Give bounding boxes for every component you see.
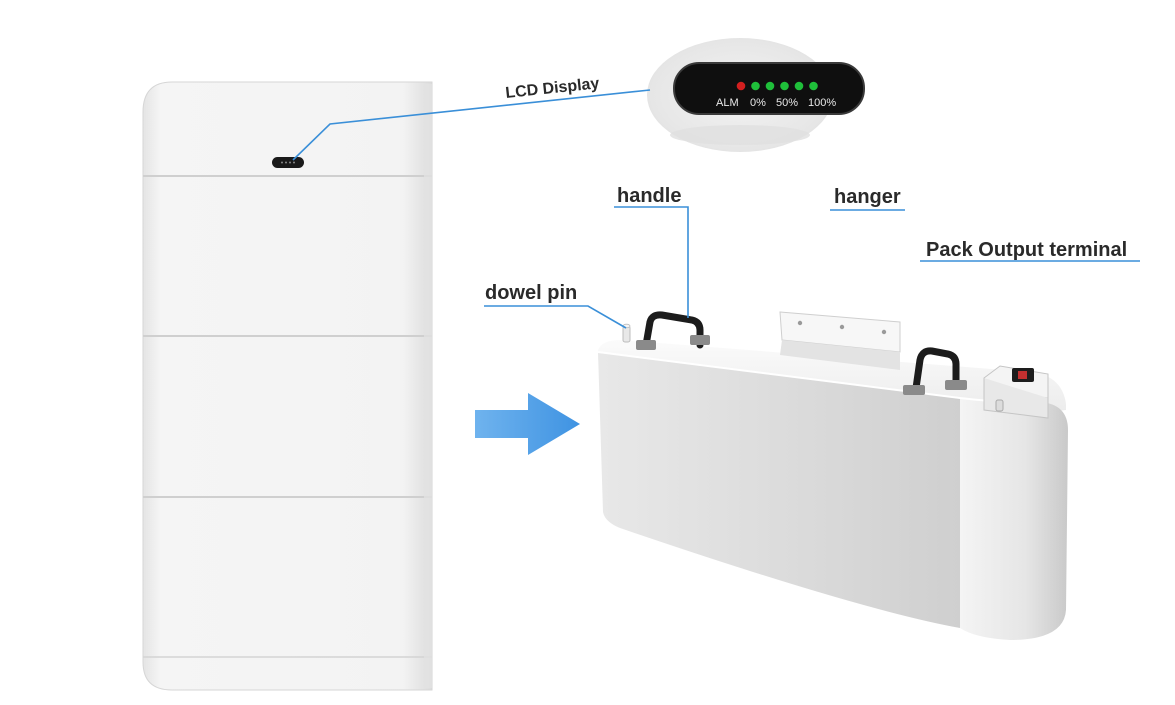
lcd-zoom: ALM 0% 50% 100% <box>647 38 865 152</box>
tower-lcd-window <box>272 157 304 168</box>
lcd-50-label: 50% <box>776 97 798 109</box>
handle-left <box>636 311 710 350</box>
soc-led <box>794 81 804 91</box>
dowel-pin-leader-line <box>484 305 627 329</box>
soc-led <box>780 81 789 91</box>
soc-led <box>809 81 818 91</box>
alarm-led <box>736 81 746 91</box>
soc-led <box>751 81 760 91</box>
lcd-leds <box>736 81 818 91</box>
lcd-display-label: LCD Display <box>505 75 601 102</box>
pack-output-terminal <box>983 365 1049 419</box>
battery-pack <box>597 311 1068 640</box>
lcd-0-label: 0% <box>750 97 766 109</box>
handle-leader-line <box>614 206 689 318</box>
dowel-pin-label: dowel pin <box>485 282 577 304</box>
hanger-bracket <box>779 311 901 370</box>
right-arrow-icon <box>475 393 580 455</box>
soc-led <box>765 81 775 91</box>
battery-tower <box>142 81 433 691</box>
hanger-label: hanger <box>834 186 901 208</box>
handle-label: handle <box>617 185 681 207</box>
lcd-100-label: 100% <box>808 97 836 109</box>
lcd-alm-label: ALM <box>716 97 739 109</box>
lcd-leader-line <box>292 89 651 161</box>
handle-right <box>903 347 967 395</box>
pack-output-terminal-label: Pack Output terminal <box>926 239 1127 261</box>
